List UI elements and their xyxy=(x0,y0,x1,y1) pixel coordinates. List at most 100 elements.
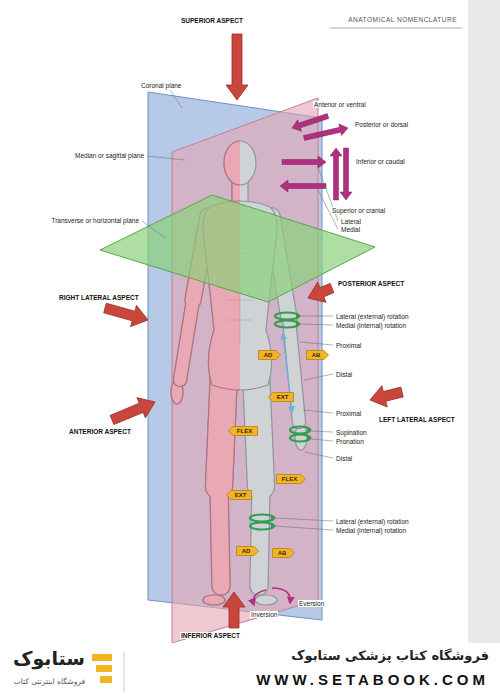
logo-divider xyxy=(124,652,125,692)
arrow-body xyxy=(269,393,294,402)
anatomical-label: Medial xyxy=(340,226,361,233)
leader-line xyxy=(304,374,333,380)
leader-line xyxy=(311,439,333,441)
leader-line xyxy=(305,452,333,458)
limb xyxy=(180,300,193,380)
movement-label: FLEX xyxy=(228,426,258,436)
anatomical-label: Lateral xyxy=(340,218,362,225)
aspect-label: INFERIOR ASPECT xyxy=(180,632,241,639)
limb-outline xyxy=(219,486,221,586)
rotation-ring xyxy=(250,523,274,530)
movement-label: EXT xyxy=(268,392,294,402)
arrow-body xyxy=(259,351,281,360)
anatomical-label: Median or sagittal plane xyxy=(74,152,145,159)
leader-line xyxy=(147,156,185,160)
arrow-body xyxy=(273,549,295,558)
movement-label: AD xyxy=(258,350,281,360)
movement-arrow: EXT xyxy=(268,392,294,402)
limb xyxy=(219,372,224,486)
leader-line xyxy=(300,316,333,317)
limb xyxy=(180,300,193,380)
arrow-body xyxy=(307,351,329,360)
logo-mark xyxy=(96,665,112,672)
limb-outline xyxy=(180,300,193,380)
leader-line xyxy=(311,431,333,432)
limb-outline xyxy=(289,318,299,422)
anatomical-label: Superior or cranial xyxy=(331,207,386,214)
footer-band xyxy=(0,643,500,700)
aspect-label: ANTERIOR ASPECT xyxy=(68,428,132,435)
aspect-label: SUPERIOR ASPECT xyxy=(180,17,244,24)
leader-line xyxy=(300,324,333,325)
body-extremity xyxy=(203,595,225,605)
logo-subtitle: فروشگاه اینترنتی کتاب xyxy=(13,678,86,687)
direction-arrow xyxy=(280,180,326,192)
direction-arrow xyxy=(282,156,326,168)
direction-arrow xyxy=(303,124,348,140)
movement-arrow: AB xyxy=(306,350,329,360)
rotation-ring xyxy=(275,321,299,328)
leader-line xyxy=(275,518,333,521)
anatomical-label: Inversion xyxy=(250,611,278,618)
aspect-arrow xyxy=(370,386,403,407)
header-rule xyxy=(330,28,462,29)
movement-label: EXT xyxy=(226,490,252,500)
direction-arrow xyxy=(340,148,352,200)
limb-outline xyxy=(259,486,261,586)
aspect-arrow xyxy=(110,398,155,425)
limb xyxy=(259,486,261,586)
anatomical-label: Lateral (external) rotation xyxy=(335,313,410,320)
body-extremity xyxy=(203,595,225,605)
foot-rotation-arrow xyxy=(253,590,266,605)
side-strip xyxy=(468,0,500,643)
anatomical-label: Proximal xyxy=(335,342,362,349)
movement-arrow: AD xyxy=(258,350,281,360)
direction-arrow xyxy=(292,114,329,132)
limb-outline xyxy=(219,372,224,486)
movement-label: AD xyxy=(236,546,259,556)
head xyxy=(224,141,256,185)
anatomical-label: Distal xyxy=(335,455,353,462)
anatomical-label: Pronation xyxy=(335,438,365,445)
anatomical-label: Transverse or horizontal plane xyxy=(50,217,140,224)
limb xyxy=(219,486,221,586)
rotation-arrowhead xyxy=(307,427,312,433)
leader-line xyxy=(303,410,333,413)
leader-line xyxy=(142,221,165,238)
anatomical-label: Proximal xyxy=(335,410,362,417)
arrow-body xyxy=(227,491,252,500)
rotation-ring xyxy=(275,313,299,320)
limb-outline xyxy=(219,486,221,586)
limb xyxy=(289,318,299,422)
watermark-text: فروشگاه کتاب پزشکی ستابوک xyxy=(290,648,490,665)
anatomical-label: Posterior or dorsal xyxy=(354,121,409,128)
anatomical-label: Distal xyxy=(335,371,353,378)
anatomical-label: Inferior or caudal xyxy=(355,158,406,165)
aspect-label: LEFT LATERAL ASPECT xyxy=(378,416,456,423)
limb xyxy=(219,372,224,486)
anatomical-label: Eversion xyxy=(298,600,325,607)
aspect-arrow xyxy=(104,303,148,326)
watermark-url: WWW.SETABOOK.COM xyxy=(255,671,490,688)
movement-label: AB xyxy=(306,350,329,360)
logo-text: ستابوک xyxy=(12,647,86,670)
movement-arrow: FLEX xyxy=(276,474,306,484)
limb-outline xyxy=(180,300,193,380)
foot-rotation-arrow xyxy=(272,588,290,603)
arrow-body xyxy=(229,427,258,436)
logo-mark xyxy=(100,676,112,683)
sagittal-plane xyxy=(172,98,318,643)
leader-line xyxy=(275,526,333,530)
running-header: ANATOMICAL NOMENCLATURE xyxy=(347,16,458,23)
anatomical-label: Medial (internal) rotation xyxy=(335,527,407,534)
movement-arrow: EXT xyxy=(226,490,252,500)
logo-mark xyxy=(92,654,112,661)
rotation-arrowhead xyxy=(307,435,312,441)
limb xyxy=(219,486,221,586)
aspect-arrow xyxy=(223,592,245,628)
rotation-ring xyxy=(250,515,274,522)
head xyxy=(224,141,240,185)
